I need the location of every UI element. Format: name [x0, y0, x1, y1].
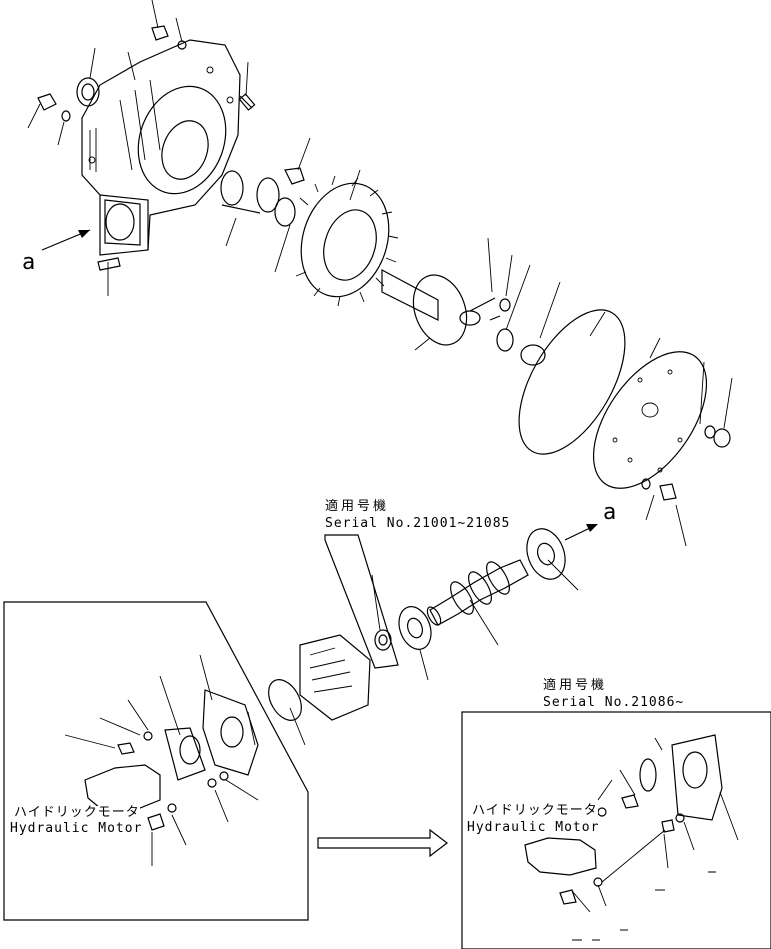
plug-bolts — [641, 425, 731, 501]
serial-bracket — [324, 534, 399, 669]
inset-left-frame — [3, 601, 309, 921]
arrow-a-right — [564, 524, 598, 541]
serial-early-header: 適用号機 — [325, 499, 390, 514]
hydraulic-motor-left — [84, 764, 161, 811]
arrow-a-left — [41, 229, 91, 251]
small-seal — [374, 629, 392, 651]
callout-a-right: a — [603, 500, 617, 525]
lock-pieces — [496, 298, 546, 366]
bearing-left — [398, 606, 432, 650]
gear-case-housing — [81, 39, 241, 256]
oil-seal — [76, 77, 100, 107]
cover-plate — [592, 351, 708, 489]
serial-early-number: Serial No.21001~21085 — [325, 516, 511, 531]
hydraulic-motor-jp-left: ハイドリックモータ — [14, 805, 140, 820]
inset-right-frame — [461, 711, 771, 949]
sprocket — [295, 175, 399, 307]
o-ring-large — [518, 309, 626, 455]
leader-lines-middle — [289, 559, 579, 746]
bearing-right — [526, 528, 566, 580]
hydraulic-motor-en-left: Hydraulic Motor — [10, 821, 143, 836]
callout-a-left: a — [22, 250, 36, 275]
leader-lines-upper — [27, 0, 733, 547]
transfer-arrow — [317, 828, 448, 858]
serial-late-header: 適用号機 — [543, 678, 608, 693]
stud-bolt — [97, 257, 121, 271]
serial-late-number: Serial No.21086~ — [543, 695, 685, 710]
leader-lines-right-inset — [572, 737, 739, 941]
hydraulic-motor-right — [524, 837, 597, 876]
shaft-flange — [381, 268, 501, 346]
motor-flange-left — [117, 689, 259, 831]
bolt-left — [37, 93, 71, 122]
bearing-pair — [220, 167, 305, 227]
worm-shaft — [426, 559, 529, 626]
housing-adapter — [268, 634, 371, 721]
hydraulic-motor-en-right: Hydraulic Motor — [467, 820, 600, 835]
hydraulic-motor-jp-right: ハイドリックモータ — [472, 803, 598, 818]
leader-lines-left-inset — [64, 654, 259, 866]
